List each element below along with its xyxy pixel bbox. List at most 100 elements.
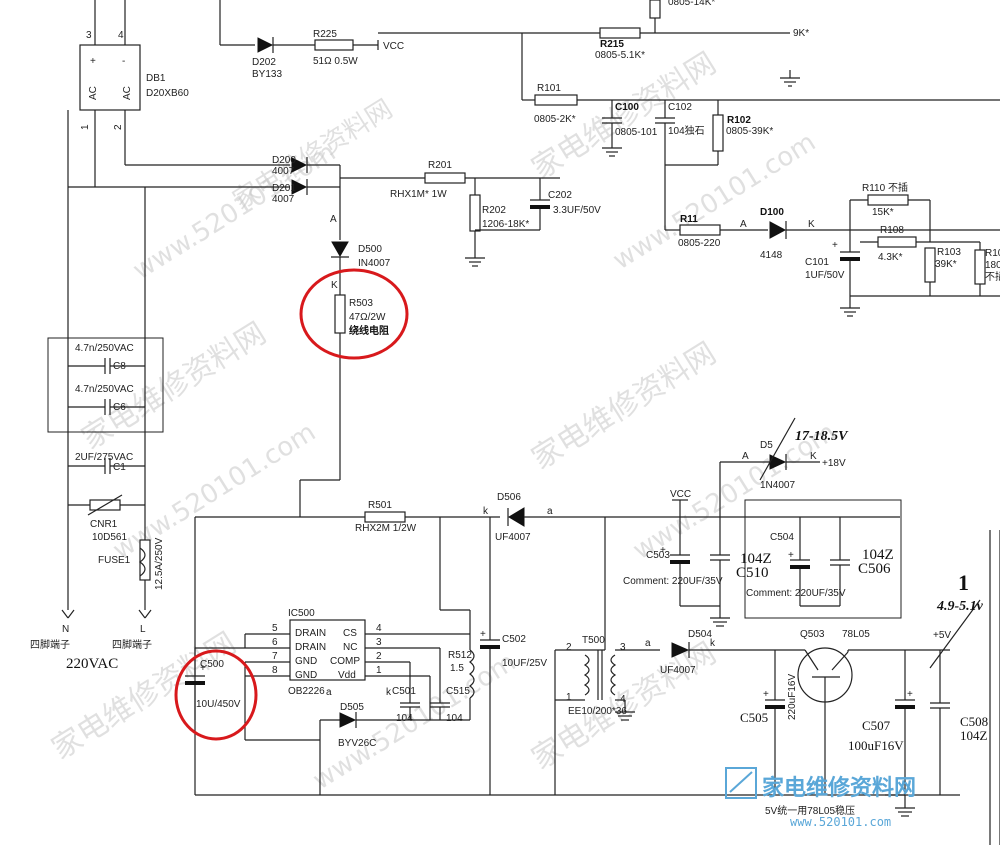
pin-k-d100: K bbox=[808, 219, 815, 230]
diode-d506 bbox=[508, 507, 525, 527]
c505-value: 220uF16V bbox=[787, 674, 798, 720]
resistor-r11 bbox=[679, 224, 721, 236]
r10x-value: 180 bbox=[985, 260, 1000, 271]
cnr1-label: CNR1 bbox=[90, 519, 118, 530]
pin-k-d5: K bbox=[810, 451, 817, 462]
c502: + C502 10UF/25V bbox=[480, 517, 547, 720]
d500-value: IN4007 bbox=[358, 258, 391, 269]
pin-gnd2: GND bbox=[295, 670, 317, 681]
resistor-r101 bbox=[534, 94, 578, 106]
pin-vdd: Vdd bbox=[338, 670, 356, 681]
logo-cn-text: 家电维修资料网 bbox=[762, 775, 916, 801]
d100-value: 4148 bbox=[760, 250, 783, 261]
pin-gnd1: GND bbox=[295, 656, 317, 667]
transformer-t500: T500 EE10/200*36 2 3 1 4 a bbox=[554, 635, 660, 721]
pin-drain2: DRAIN bbox=[295, 642, 326, 653]
highlight-circle-r503 bbox=[299, 268, 409, 360]
c1-label: C1 bbox=[113, 462, 126, 473]
diode-d201 bbox=[291, 179, 308, 195]
r225-label: R225 bbox=[313, 29, 337, 40]
diode-d505 bbox=[339, 712, 357, 728]
diode-d100 bbox=[769, 221, 787, 239]
c515-label: C515 bbox=[446, 686, 470, 697]
fuse1-label: FUSE1 bbox=[98, 555, 131, 566]
pin-comp: COMP bbox=[330, 656, 360, 667]
diode-d504 bbox=[671, 642, 690, 658]
highlight-circle-c500 bbox=[174, 649, 258, 741]
d201-label: D201 bbox=[272, 183, 296, 194]
svg-text:AC: AC bbox=[122, 86, 133, 100]
diode-d202 bbox=[257, 37, 274, 53]
ic500-part: OB2226 bbox=[288, 686, 325, 697]
pin-a-d5: A bbox=[742, 451, 749, 462]
cnr1-value: 10D561 bbox=[92, 532, 127, 543]
r101-label: R101 bbox=[537, 83, 561, 94]
note-bottom: 5V统一用78L05稳压 bbox=[765, 804, 855, 817]
c504-label: C504 bbox=[770, 532, 794, 543]
c6-value: 4.7n/250VAC bbox=[75, 384, 134, 395]
c202-label: C202 bbox=[548, 190, 572, 201]
ic500: IC500 OB2226 DRAIN DRAIN GND GND CS NC C… bbox=[195, 608, 470, 740]
resistor-r201 bbox=[424, 172, 466, 184]
d500-r503: D500 IN4007 K R503 47Ω/2W 绕线电阻 bbox=[299, 241, 409, 517]
c508-label: C508 bbox=[960, 714, 988, 729]
vcc-top-label: VCC bbox=[383, 41, 404, 52]
resistor-r215 bbox=[599, 27, 641, 39]
pin-num-7: 7 bbox=[272, 651, 278, 662]
d504-value: UF4007 bbox=[660, 665, 696, 676]
r202-value: 1206-18K* bbox=[482, 219, 529, 230]
d505-label: D505 bbox=[340, 702, 364, 713]
r503-value: 47Ω/2W bbox=[349, 312, 386, 323]
r10x-value2: 不插 bbox=[985, 270, 1000, 283]
r11-label: R11 bbox=[680, 214, 698, 225]
c102-value: 104独石 bbox=[668, 124, 705, 137]
pin-cs: CS bbox=[343, 628, 357, 639]
svg-text:3: 3 bbox=[86, 30, 92, 41]
c8-label: C8 bbox=[113, 361, 126, 372]
site-logo: 家电维修资料网 www.520101.com bbox=[725, 767, 916, 829]
c6-label: C6 bbox=[113, 402, 126, 413]
db1-value: D20XB60 bbox=[146, 88, 189, 99]
t500-value: EE10/200*36 bbox=[568, 706, 627, 717]
c504-comment: Comment: 220UF/35V bbox=[746, 588, 846, 599]
r225-value: 51Ω 0.5W bbox=[313, 56, 358, 67]
r512-value: 1.5 bbox=[450, 663, 464, 674]
svg-text:4: 4 bbox=[118, 30, 124, 41]
r108-value: 4.3K* bbox=[878, 252, 903, 263]
c500-value: 10U/450V bbox=[196, 699, 241, 710]
r215-value: 0805-5.1K* bbox=[595, 50, 645, 61]
svg-text:+: + bbox=[832, 240, 838, 251]
c508-value: 104Z bbox=[960, 728, 988, 743]
d5-value: 1N4007 bbox=[760, 480, 795, 491]
c500-label: C500 bbox=[200, 659, 224, 670]
rectifier-diodes: D200 4007 D201 4007 A R201 RHX1M* 1W R20… bbox=[68, 155, 601, 267]
n-terminal: N bbox=[62, 624, 69, 635]
r501-label: R501 bbox=[368, 500, 392, 511]
pin-num-4: 4 bbox=[376, 623, 382, 634]
svg-text:+: + bbox=[907, 689, 913, 700]
pin-num-5: 5 bbox=[272, 623, 278, 634]
c100-label: C100 bbox=[615, 102, 639, 113]
feedback-section: R11 0805-220 D100 4148 A K R110 不插 15K* … bbox=[665, 181, 1000, 317]
db1-bridge: AC AC + - 3 4 1 2 DB1 D20XB60 bbox=[79, 30, 189, 160]
svg-text:+: + bbox=[788, 550, 794, 561]
pin-k-d500: K bbox=[331, 280, 338, 291]
l-terminal: L bbox=[140, 624, 146, 635]
r102-value: 0805-39K* bbox=[726, 126, 773, 137]
sense-network: R512 1.5 C501 104 C515 104 bbox=[390, 610, 475, 724]
c101-value: 1UF/50V bbox=[805, 270, 845, 281]
resistor-r501 bbox=[364, 511, 406, 523]
resistor-r110 bbox=[867, 194, 909, 206]
d506-label: D506 bbox=[497, 492, 521, 503]
diode-d200 bbox=[291, 157, 308, 173]
r103-label: R103 bbox=[937, 247, 961, 258]
d201-value: 4007 bbox=[272, 194, 295, 205]
r110-label: R110 不插 bbox=[862, 181, 908, 194]
svg-text:-: - bbox=[122, 56, 125, 67]
pin-a-label: A bbox=[330, 214, 337, 225]
c202-value: 3.3UF/50V bbox=[553, 205, 601, 216]
c506-label: C506 bbox=[858, 561, 891, 577]
r201-label: R201 bbox=[428, 160, 452, 171]
t500-label: T500 bbox=[582, 635, 605, 646]
c1-value: 2UF/275VAC bbox=[75, 452, 133, 463]
